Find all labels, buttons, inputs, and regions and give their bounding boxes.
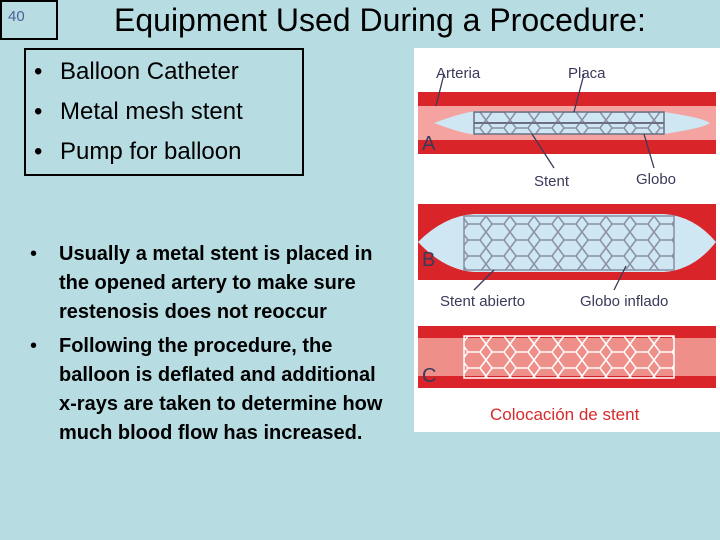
label-stent-abierto: Stent abierto (440, 293, 525, 310)
stent-placed (463, 335, 675, 379)
note-item: Following the procedure, the balloon is … (30, 332, 390, 447)
label-globo-inflado: Globo inflado (580, 293, 668, 310)
label-stent: Stent (534, 173, 570, 190)
slide-number: 40 (8, 8, 25, 25)
equipment-list-box: Balloon Catheter Metal mesh stent Pump f… (24, 48, 304, 176)
note-item: Usually a metal stent is placed in the o… (30, 240, 390, 326)
equipment-item: Pump for balloon (32, 132, 243, 172)
label-placa: Placa (568, 65, 606, 82)
label-a: A (422, 133, 436, 155)
label-c: C (422, 365, 436, 387)
slide-number-box: 40 (0, 0, 58, 40)
label-b: B (422, 249, 435, 271)
label-arteria: Arteria (436, 65, 481, 82)
equipment-item: Metal mesh stent (32, 92, 243, 132)
stent-placement-figure: Arteria Placa A Stent Globo B Stent abie… (414, 48, 720, 432)
label-globo: Globo (636, 171, 676, 188)
stent-diagram: Arteria Placa A Stent Globo B Stent abie… (418, 65, 716, 424)
panel-b (418, 204, 716, 280)
figure-caption: Colocación de stent (490, 405, 640, 424)
slide-title: Equipment Used During a Procedure: (114, 2, 646, 38)
panel-a (418, 92, 716, 154)
panel-c (418, 326, 716, 388)
stent-expanded (463, 215, 675, 271)
equipment-item: Balloon Catheter (32, 52, 243, 92)
notes-list: Usually a metal stent is placed in the o… (30, 240, 390, 454)
equipment-list: Balloon Catheter Metal mesh stent Pump f… (32, 52, 243, 172)
